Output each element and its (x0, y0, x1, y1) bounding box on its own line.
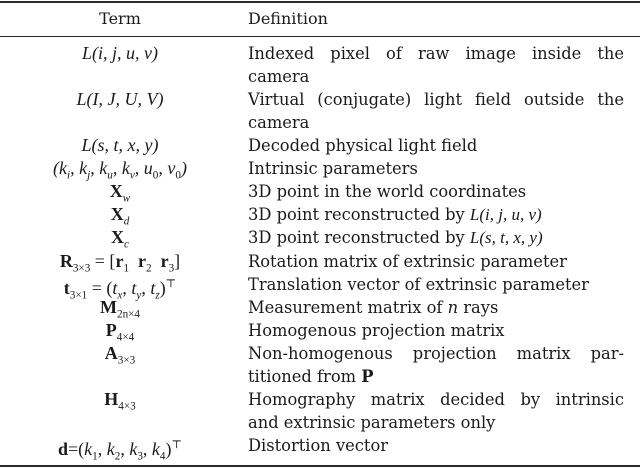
term-cell: (ki, kj, ku, kv, u0, v0) (53, 158, 187, 182)
table-header: Term Definition (0, 9, 640, 31)
term-cell: R3×3 = [r1 r2 r3] (59, 251, 181, 275)
term-cell: Xw (109, 181, 131, 205)
header-term: Term (99, 9, 141, 28)
term-cell: Xc (111, 227, 129, 251)
definition-cell: Decoded physical light field (248, 136, 478, 155)
term-cell: H4×3 (104, 389, 136, 413)
term-cell: A3×3 (104, 343, 136, 367)
term-cell: L(I, J, U, V) (76, 89, 164, 109)
definition-cell: Intrinsic parameters (248, 159, 418, 178)
definition-cell: Indexed pixel of raw image inside the ca… (248, 44, 624, 86)
definition-cell: Measurement matrix of n rays (248, 298, 499, 317)
top-rule (0, 1, 640, 3)
header-definition: Definition (248, 9, 328, 28)
definition-cell: 3D point in the world coordinates (248, 182, 527, 201)
term-cell: L(i, j, u, v) (82, 43, 158, 63)
definition-cell: 3D point reconstructed by L(i, j, u, v) (248, 205, 542, 224)
definition-cell: Non-homogenous projection matrix par- ti… (248, 344, 624, 386)
definition-cell: Distortion vector (248, 436, 389, 455)
term-cell: d=(k1, k2, k3, k4)⊤ (58, 439, 182, 463)
definition-cell: Homogenous projection matrix (248, 321, 505, 340)
definition-cell: Rotation matrix of extrinsic parameter (248, 252, 567, 271)
definition-cell: Virtual (conjugate) light field outside … (248, 90, 624, 132)
definition-cell: Homography matrix decided by intrinsic a… (248, 390, 624, 432)
definition-cell: Translation vector of extrinsic paramete… (248, 275, 589, 294)
definition-cell: 3D point reconstructed by L(s, t, x, y) (248, 228, 543, 247)
bottom-rule (0, 465, 640, 467)
header-rule (0, 36, 640, 37)
term-cell: M2n×4 (99, 297, 141, 321)
term-cell: t3×1 = (tx, ty, tz)⊤ (63, 278, 177, 302)
term-cell: P4×4 (105, 320, 135, 344)
term-cell: Xd (110, 204, 130, 228)
term-cell: L(s, t, x, y) (81, 135, 159, 155)
